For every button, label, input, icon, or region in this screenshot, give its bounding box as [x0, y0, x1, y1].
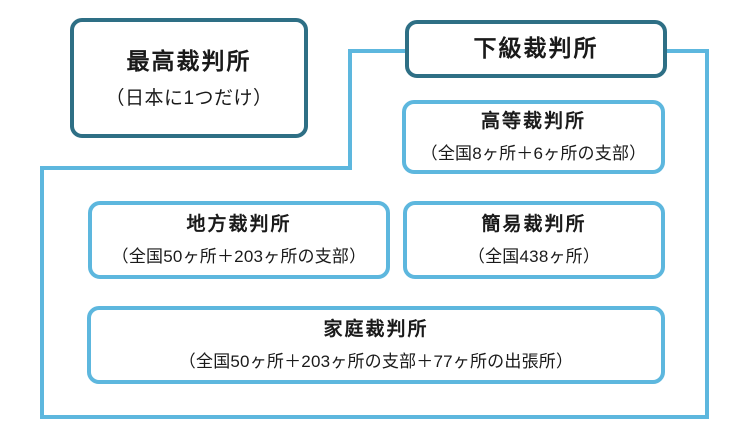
box-summary-court: 簡易裁判所 （全国438ヶ所） — [403, 201, 665, 279]
district-court-title: 地方裁判所 — [186, 213, 292, 235]
supreme-court-title: 最高裁判所 — [126, 47, 252, 74]
family-court-title: 家庭裁判所 — [323, 318, 429, 340]
lower-courts-title: 下級裁判所 — [473, 35, 599, 62]
box-district-court: 地方裁判所 （全国50ヶ所＋203ヶ所の支部） — [88, 201, 390, 279]
high-court-title: 高等裁判所 — [480, 110, 586, 132]
family-court-subtitle: （全国50ヶ所＋203ヶ所の支部＋77ヶ所の出張所） — [178, 352, 574, 372]
supreme-court-subtitle: （日本に1つだけ） — [105, 88, 273, 110]
box-family-court: 家庭裁判所 （全国50ヶ所＋203ヶ所の支部＋77ヶ所の出張所） — [87, 306, 665, 384]
summary-court-subtitle: （全国438ヶ所） — [467, 247, 601, 267]
district-court-subtitle: （全国50ヶ所＋203ヶ所の支部） — [111, 247, 367, 267]
summary-court-title: 簡易裁判所 — [481, 213, 587, 235]
high-court-subtitle: （全国8ヶ所＋6ヶ所の支部） — [420, 144, 647, 164]
box-high-court: 高等裁判所 （全国8ヶ所＋6ヶ所の支部） — [402, 100, 665, 174]
box-lower-courts: 下級裁判所 — [405, 20, 667, 78]
box-supreme-court: 最高裁判所 （日本に1つだけ） — [70, 18, 308, 138]
lower-courts-group-outline — [40, 49, 709, 419]
